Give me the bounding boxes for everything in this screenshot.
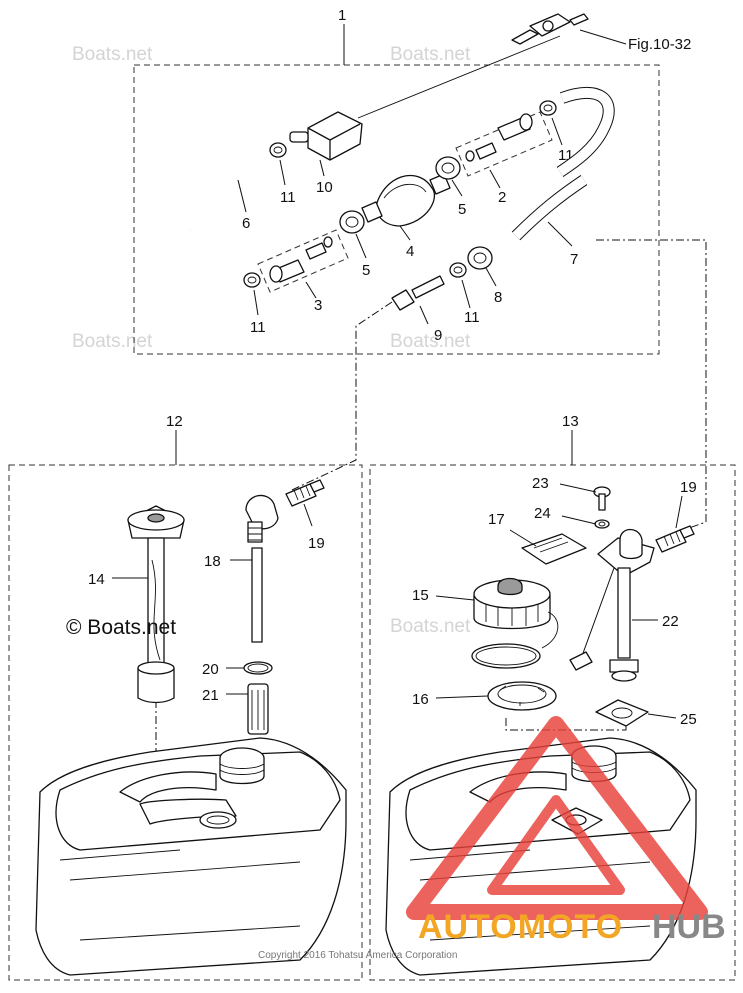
part-20-o-ring bbox=[243, 661, 273, 675]
part-9-connector bbox=[391, 275, 445, 311]
part-19-fitting bbox=[285, 479, 325, 507]
part-23-screw bbox=[593, 486, 611, 511]
callout-3: 3 bbox=[314, 297, 322, 314]
part-11-clamp bbox=[269, 142, 287, 158]
automotohub-logo bbox=[406, 716, 708, 920]
part-10-filter bbox=[289, 111, 363, 161]
callout-11-a: 11 bbox=[280, 189, 296, 206]
part-15-tank-cap bbox=[471, 577, 559, 669]
part-18-pickup-tube bbox=[245, 494, 279, 643]
connection-line-left bbox=[291, 301, 393, 491]
part-11-clamp bbox=[449, 262, 467, 278]
part-5-ferrule bbox=[435, 156, 461, 180]
part-14-fuel-gauge bbox=[127, 505, 185, 704]
hose-diagonal bbox=[357, 35, 561, 119]
watermark-text: Boats.net bbox=[72, 44, 153, 65]
callout-16: 16 bbox=[412, 691, 429, 708]
callout-23: 23 bbox=[532, 475, 549, 492]
part-6-hose bbox=[175, 155, 252, 289]
part-22-fuel-sender bbox=[569, 528, 655, 682]
connector-fig-10-32 bbox=[511, 13, 627, 45]
callout-25: 25 bbox=[680, 711, 697, 728]
callout-4: 4 bbox=[406, 243, 414, 260]
part-21-strainer bbox=[247, 683, 269, 735]
callout-19-b: 19 bbox=[680, 479, 697, 496]
callout-12: 12 bbox=[166, 413, 183, 430]
callout-13: 13 bbox=[562, 413, 579, 430]
brand-mark: © Boats.net bbox=[66, 616, 176, 639]
part-19-fitting bbox=[655, 525, 695, 553]
figure-ref-label: Fig.10-32 bbox=[628, 36, 691, 53]
logo-triangle-icon bbox=[406, 716, 708, 920]
watermark-text: Boats.net bbox=[390, 616, 471, 637]
fuel-tank-left bbox=[35, 737, 347, 976]
callout-8: 8 bbox=[494, 289, 502, 306]
copyright-text: Copyright 2016 Tohatsu America Corporati… bbox=[258, 950, 457, 961]
part-11-clamp bbox=[243, 272, 261, 288]
connection-line-right bbox=[596, 239, 707, 535]
part-24-washer bbox=[594, 519, 610, 529]
part-7-hose bbox=[511, 87, 615, 241]
callout-9: 9 bbox=[434, 327, 442, 344]
logo-text-primary: AUTOMOTO bbox=[418, 908, 623, 946]
group-box-1 bbox=[133, 64, 660, 355]
callout-11-d: 11 bbox=[464, 309, 480, 326]
callout-2: 2 bbox=[498, 189, 506, 206]
callout-15: 15 bbox=[412, 587, 429, 604]
part-16-retaining-ring bbox=[487, 681, 557, 711]
part-3-check-valve-kit bbox=[257, 229, 349, 293]
callout-7: 7 bbox=[570, 251, 578, 268]
callout-14: 14 bbox=[88, 571, 105, 588]
watermark-text: Boats.net bbox=[390, 331, 471, 352]
callout-17: 17 bbox=[488, 511, 505, 528]
callout-20: 20 bbox=[202, 661, 219, 678]
watermark-text: Boats.net bbox=[390, 44, 471, 65]
logo-text-secondary: HUB bbox=[652, 908, 726, 946]
callout-5-b: 5 bbox=[458, 201, 466, 218]
callout-19-a: 19 bbox=[308, 535, 325, 552]
part-25-gasket bbox=[595, 699, 649, 727]
part-17-instruction-sheet bbox=[521, 533, 587, 565]
watermark-text: Boats.net bbox=[72, 331, 153, 352]
callout-1: 1 bbox=[338, 7, 346, 24]
callout-10: 10 bbox=[316, 179, 333, 196]
part-5-ferrule bbox=[339, 210, 365, 234]
callout-21: 21 bbox=[202, 687, 219, 704]
group-box-13 bbox=[369, 464, 736, 981]
part-8-ferrule bbox=[467, 246, 493, 270]
callout-11-c: 11 bbox=[250, 319, 266, 336]
callout-6: 6 bbox=[242, 215, 250, 232]
part-2-check-valve-kit bbox=[455, 111, 553, 177]
callout-5-a: 5 bbox=[362, 262, 370, 279]
part-11-clamp bbox=[539, 100, 557, 116]
group-box-12 bbox=[8, 464, 363, 981]
callout-18: 18 bbox=[204, 553, 221, 570]
callout-22: 22 bbox=[662, 613, 679, 630]
part-4-primer-bulb bbox=[361, 173, 451, 227]
callout-24: 24 bbox=[534, 505, 551, 522]
